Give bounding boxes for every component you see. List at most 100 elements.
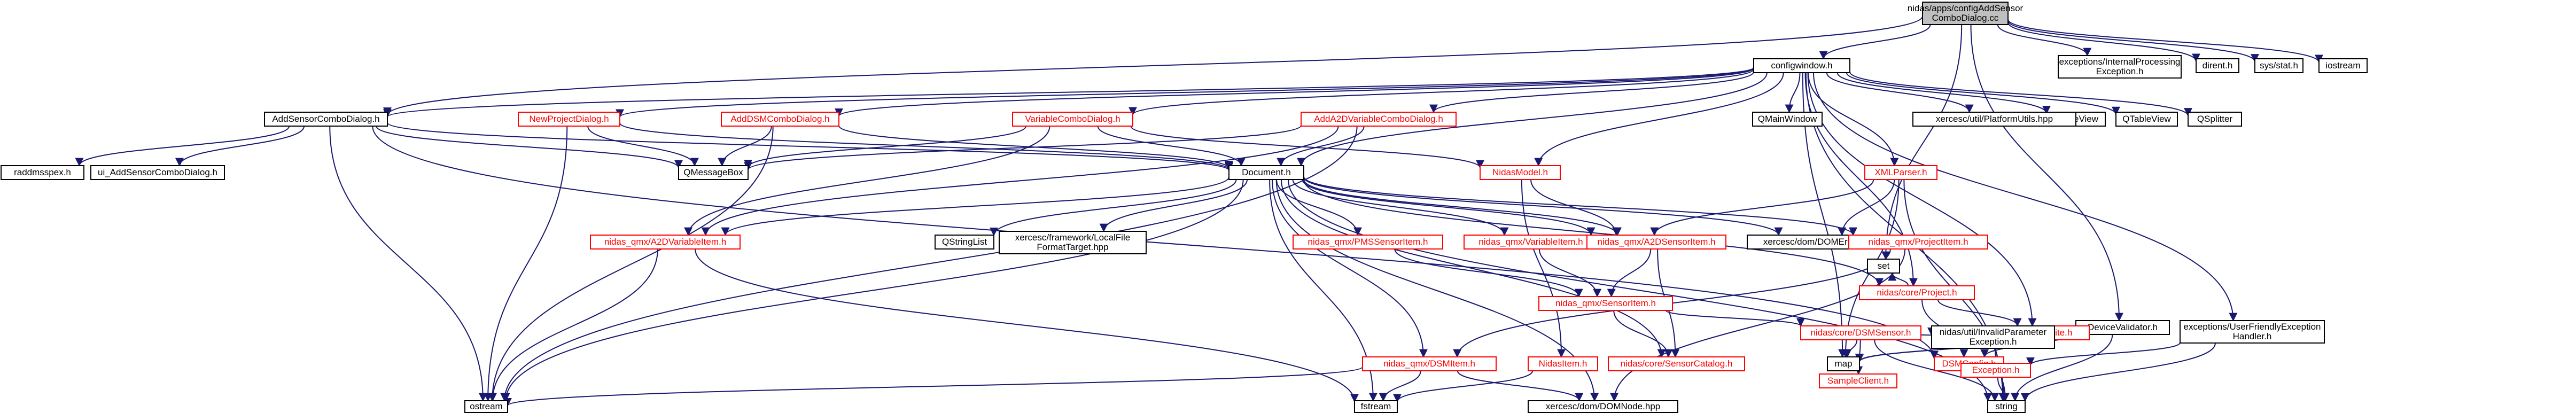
edge-configwindow_h-to-qtreeview <box>1836 72 2051 114</box>
node-box-sys_stat_h <box>2254 58 2303 73</box>
node-addsensorcombodialog_h[interactable]: AddSensorComboDialog.h <box>264 112 388 127</box>
node-xmlparser_h[interactable]: XMLParser.h <box>1864 165 1937 180</box>
node-label-ui_addsensorcombodialog_h: ui_AddSensorComboDialog.h <box>98 167 217 177</box>
node-variableitem_h[interactable]: nidas_qmx/VariableItem.h <box>1464 235 1598 250</box>
edge-configwindow_h-to-variablecombodialog_h <box>1129 69 1754 116</box>
edge-addsensorcombodialog_h-to-ostream <box>329 126 487 402</box>
node-exception_h[interactable]: Exception.h <box>1960 363 2031 378</box>
node-qmainwindow[interactable]: QMainWindow <box>1752 112 1823 127</box>
node-raddmsspex_h[interactable]: raddmsspex.h <box>1 165 84 180</box>
node-label-adda2dvariablecombodialog_h: AddA2DVariableComboDialog.h <box>1314 114 1443 124</box>
node-ui_addsensorcombodialog_h[interactable]: ui_AddSensorComboDialog.h <box>90 165 225 180</box>
node-nidasitem_h[interactable]: NidasItem.h <box>1528 356 1598 371</box>
node-variablecombodialog_h[interactable]: VariableComboDialog.h <box>1012 112 1133 127</box>
node-label-a2dvariableitem_h: nidas_qmx/A2DVariableItem.h <box>604 237 726 247</box>
edge-addsensorcombodialog_h-to-qmessagebox <box>376 126 683 169</box>
node-box-raddmsspex_h <box>1 165 84 180</box>
node-label-pmssensoritem_h: nidas_qmx/PMSSensorItem.h <box>1308 237 1428 247</box>
node-box-map <box>1827 356 1860 371</box>
node-document_h[interactable]: Document.h <box>1228 165 1304 180</box>
node-label-variableitem_h: nidas_qmx/VariableItem.h <box>1478 237 1583 247</box>
node-box-dirent_h <box>2196 58 2239 73</box>
node-qsplitter[interactable]: QSplitter <box>2188 112 2242 127</box>
node-xercesc_domnode_hpp[interactable]: xercesc/dom/DOMNode.hpp <box>1528 400 1678 413</box>
edge-addsensorcombodialog_h-to-raddmsspex_h <box>75 126 290 167</box>
edge-xmlparser_h-to-xercesc_domerrorhandler_hpp <box>1838 179 1895 236</box>
edge-userfriendlyexceptionhandler_h-to-exception_h <box>2026 342 2181 366</box>
edge-variablecombodialog_h-to-nidasmodel_h <box>1130 126 1484 169</box>
edge-sensoritem_h-to-dsmsensor_h <box>1665 310 1805 327</box>
node-qmessagebox[interactable]: QMessageBox <box>678 165 749 180</box>
node-set[interactable]: set <box>1867 259 1900 274</box>
node-box-adddsmcombodialog_h <box>721 112 839 127</box>
node-dsmsensor_h[interactable]: nidas/core/DSMSensor.h <box>1800 325 1921 340</box>
node-label-nidasmodel_h: NidasModel.h <box>1492 167 1548 177</box>
node-newprojectdialog_h[interactable]: NewProjectDialog.h <box>518 112 620 127</box>
node-label-raddmsspex_h: raddmsspex.h <box>14 167 71 177</box>
node-box-set <box>1867 259 1900 274</box>
edge-root-to-internalprocessingexception_h <box>1997 24 2092 57</box>
edge-addsensorcombodialog_h-to-document_h <box>387 122 1233 172</box>
node-adddsmcombodialog_h[interactable]: AddDSMComboDialog.h <box>721 112 839 127</box>
node-dsmitem_h[interactable]: nidas_qmx/DSMItem.h <box>1362 356 1497 371</box>
node-dirent_h[interactable]: dirent.h <box>2196 58 2239 73</box>
node-box-project_h <box>1859 285 1975 300</box>
edge-nidasitem_h-to-fstream <box>1393 370 1534 403</box>
edge-layer <box>75 15 2323 407</box>
edge-userfriendlyexceptionhandler_h-to-string <box>2021 342 2216 402</box>
node-nidasmodel_h[interactable]: NidasModel.h <box>1480 165 1561 180</box>
node-qtableview[interactable]: QTableView <box>2115 112 2178 127</box>
node-projectitem_h[interactable]: nidas_qmx/ProjectItem.h <box>1848 235 1988 250</box>
node-pmssensoritem_h[interactable]: nidas_qmx/PMSSensorItem.h <box>1293 235 1443 250</box>
edge-document_h-to-xercesc_domerrorhandler_hpp <box>1303 177 1783 236</box>
node-qstringlist[interactable]: QStringList <box>935 235 994 250</box>
node-userfriendlyexceptionhandler_h[interactable]: exceptions/UserFriendlyExceptionHandler.… <box>2180 320 2325 344</box>
node-label-userfriendlyexceptionhandler_h-line-1: Handler.h <box>2233 331 2272 341</box>
node-box-xercesc_platformutils_hpp <box>1912 112 2076 127</box>
node-devicevalidator_h[interactable]: DeviceValidator.h <box>2075 320 2170 335</box>
node-box-fstream <box>1354 400 1398 413</box>
node-box-configwindow_h <box>1753 58 1850 73</box>
node-ostream[interactable]: ostream <box>464 400 508 413</box>
edge-dsmitem_h-to-fstream <box>1379 370 1421 402</box>
edge-dsmsensor_h-to-map <box>1843 339 1858 358</box>
node-xercesc_platformutils_hpp[interactable]: xercesc/util/PlatformUtils.hpp <box>1912 112 2076 127</box>
node-a2dvariableitem_h[interactable]: nidas_qmx/A2DVariableItem.h <box>590 235 741 250</box>
node-label-sampleclient_h: SampleClient.h <box>1827 376 1889 386</box>
node-sensoritem_h[interactable]: nidas_qmx/SensorItem.h <box>1538 296 1673 311</box>
edge-document_h-to-variableitem_h <box>1292 179 1509 236</box>
node-map[interactable]: map <box>1827 356 1860 371</box>
node-xercesc_localfileformattarget_hpp[interactable]: xercesc/framework/LocalFileFormatTarget.… <box>999 231 1147 254</box>
node-label-adddsmcombodialog_h: AddDSMComboDialog.h <box>730 114 829 124</box>
node-sampleclient_h[interactable]: SampleClient.h <box>1819 373 1897 388</box>
node-a2dsensoritem_h[interactable]: nidas_qmx/A2DSensorItem.h <box>1586 235 1726 250</box>
edge-document_h-to-a2dvariableitem_h <box>721 176 1229 236</box>
node-string[interactable]: string <box>1987 400 2026 413</box>
node-label-qmessagebox: QMessageBox <box>683 167 743 177</box>
node-box-document_h <box>1228 165 1304 180</box>
node-iostream[interactable]: iostream <box>2318 58 2368 73</box>
node-box-qtableview <box>2115 112 2178 127</box>
node-label-exception_h: Exception.h <box>1972 365 2020 375</box>
node-adda2dvariablecombodialog_h[interactable]: AddA2DVariableComboDialog.h <box>1301 112 1457 127</box>
node-sys_stat_h[interactable]: sys/stat.h <box>2254 58 2303 73</box>
node-sensorcatalog_h[interactable]: nidas/core/SensorCatalog.h <box>1608 356 1745 371</box>
node-configwindow_h[interactable]: configwindow.h <box>1753 58 1850 73</box>
edge-a2dsensoritem_h-to-sensoritem_h <box>1607 248 1652 298</box>
node-label-map: map <box>1834 359 1852 369</box>
node-fstream[interactable]: fstream <box>1354 400 1398 413</box>
node-box-sampleclient_h <box>1819 373 1897 388</box>
edge-configwindow_h-to-adddsmcombodialog_h <box>835 67 1754 117</box>
node-label-internalprocessingexception_h-line-1: Exception.h <box>2096 66 2144 76</box>
edge-a2dvariableitem_h-to-fstream <box>695 248 1359 403</box>
edge-newprojectdialog_h-to-qmessagebox <box>587 126 699 167</box>
node-project_h[interactable]: nidas/core/Project.h <box>1859 285 1975 300</box>
node-box-xercesc_localfileformattarget_hpp <box>999 231 1147 254</box>
edge-variableitem_h-to-sensoritem_h <box>1538 248 1602 298</box>
node-label-qsplitter: QSplitter <box>2197 114 2232 124</box>
node-box-ostream <box>464 400 508 413</box>
node-label-nidasitem_h: NidasItem.h <box>1539 359 1587 369</box>
